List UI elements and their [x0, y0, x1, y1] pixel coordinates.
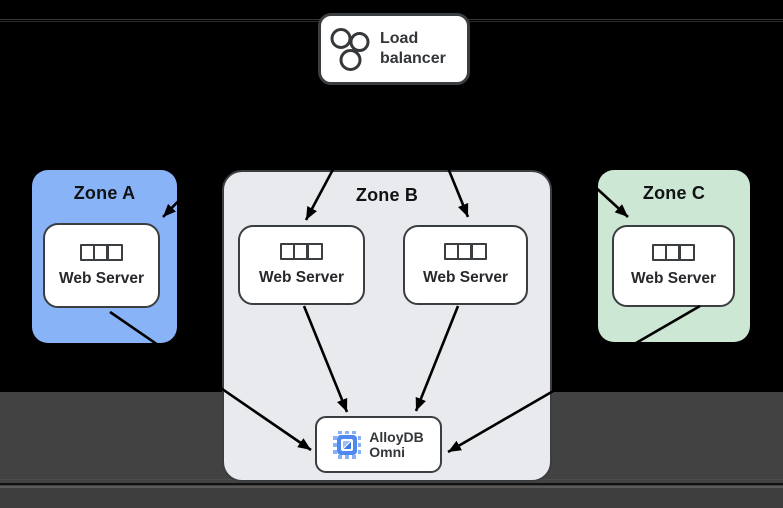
footer-separator-dark [0, 483, 783, 485]
web-server-label: Web Server [422, 269, 508, 286]
web-server-label: Web Server [58, 269, 144, 287]
cpu-chip-icon [333, 430, 362, 459]
zone-c-web-server: Web Server [612, 225, 735, 307]
alloydb-omni: AlloyDB Omni [315, 416, 442, 473]
server-icon [652, 244, 695, 261]
load-balancer-icon [330, 28, 370, 71]
alloydb-omni-label: AlloyDB Omni [369, 428, 424, 460]
zone-a-title: Zone A [73, 183, 136, 203]
zone-b-web-server-1: Web Server [238, 225, 365, 305]
zone-b-title: Zone B [355, 185, 419, 205]
zone-b-web-server-2: Web Server [403, 225, 528, 305]
alloydb-label-line2: Omni [369, 443, 406, 460]
zone-a-web-server: Web Server [43, 223, 160, 308]
server-icon [444, 243, 487, 260]
footer-separator-light [0, 486, 783, 488]
alloydb-label-line1: AlloyDB [369, 428, 424, 445]
server-icon [280, 243, 323, 260]
load-balancer: Load balancer [318, 13, 470, 85]
web-server-label: Web Server [258, 269, 344, 286]
load-balancer-label: Load balancer [380, 30, 446, 67]
web-server-label: Web Server [630, 270, 716, 287]
server-icon [80, 243, 123, 261]
zone-c-title: Zone C [642, 183, 706, 203]
footer-bottom-strip [0, 488, 783, 508]
